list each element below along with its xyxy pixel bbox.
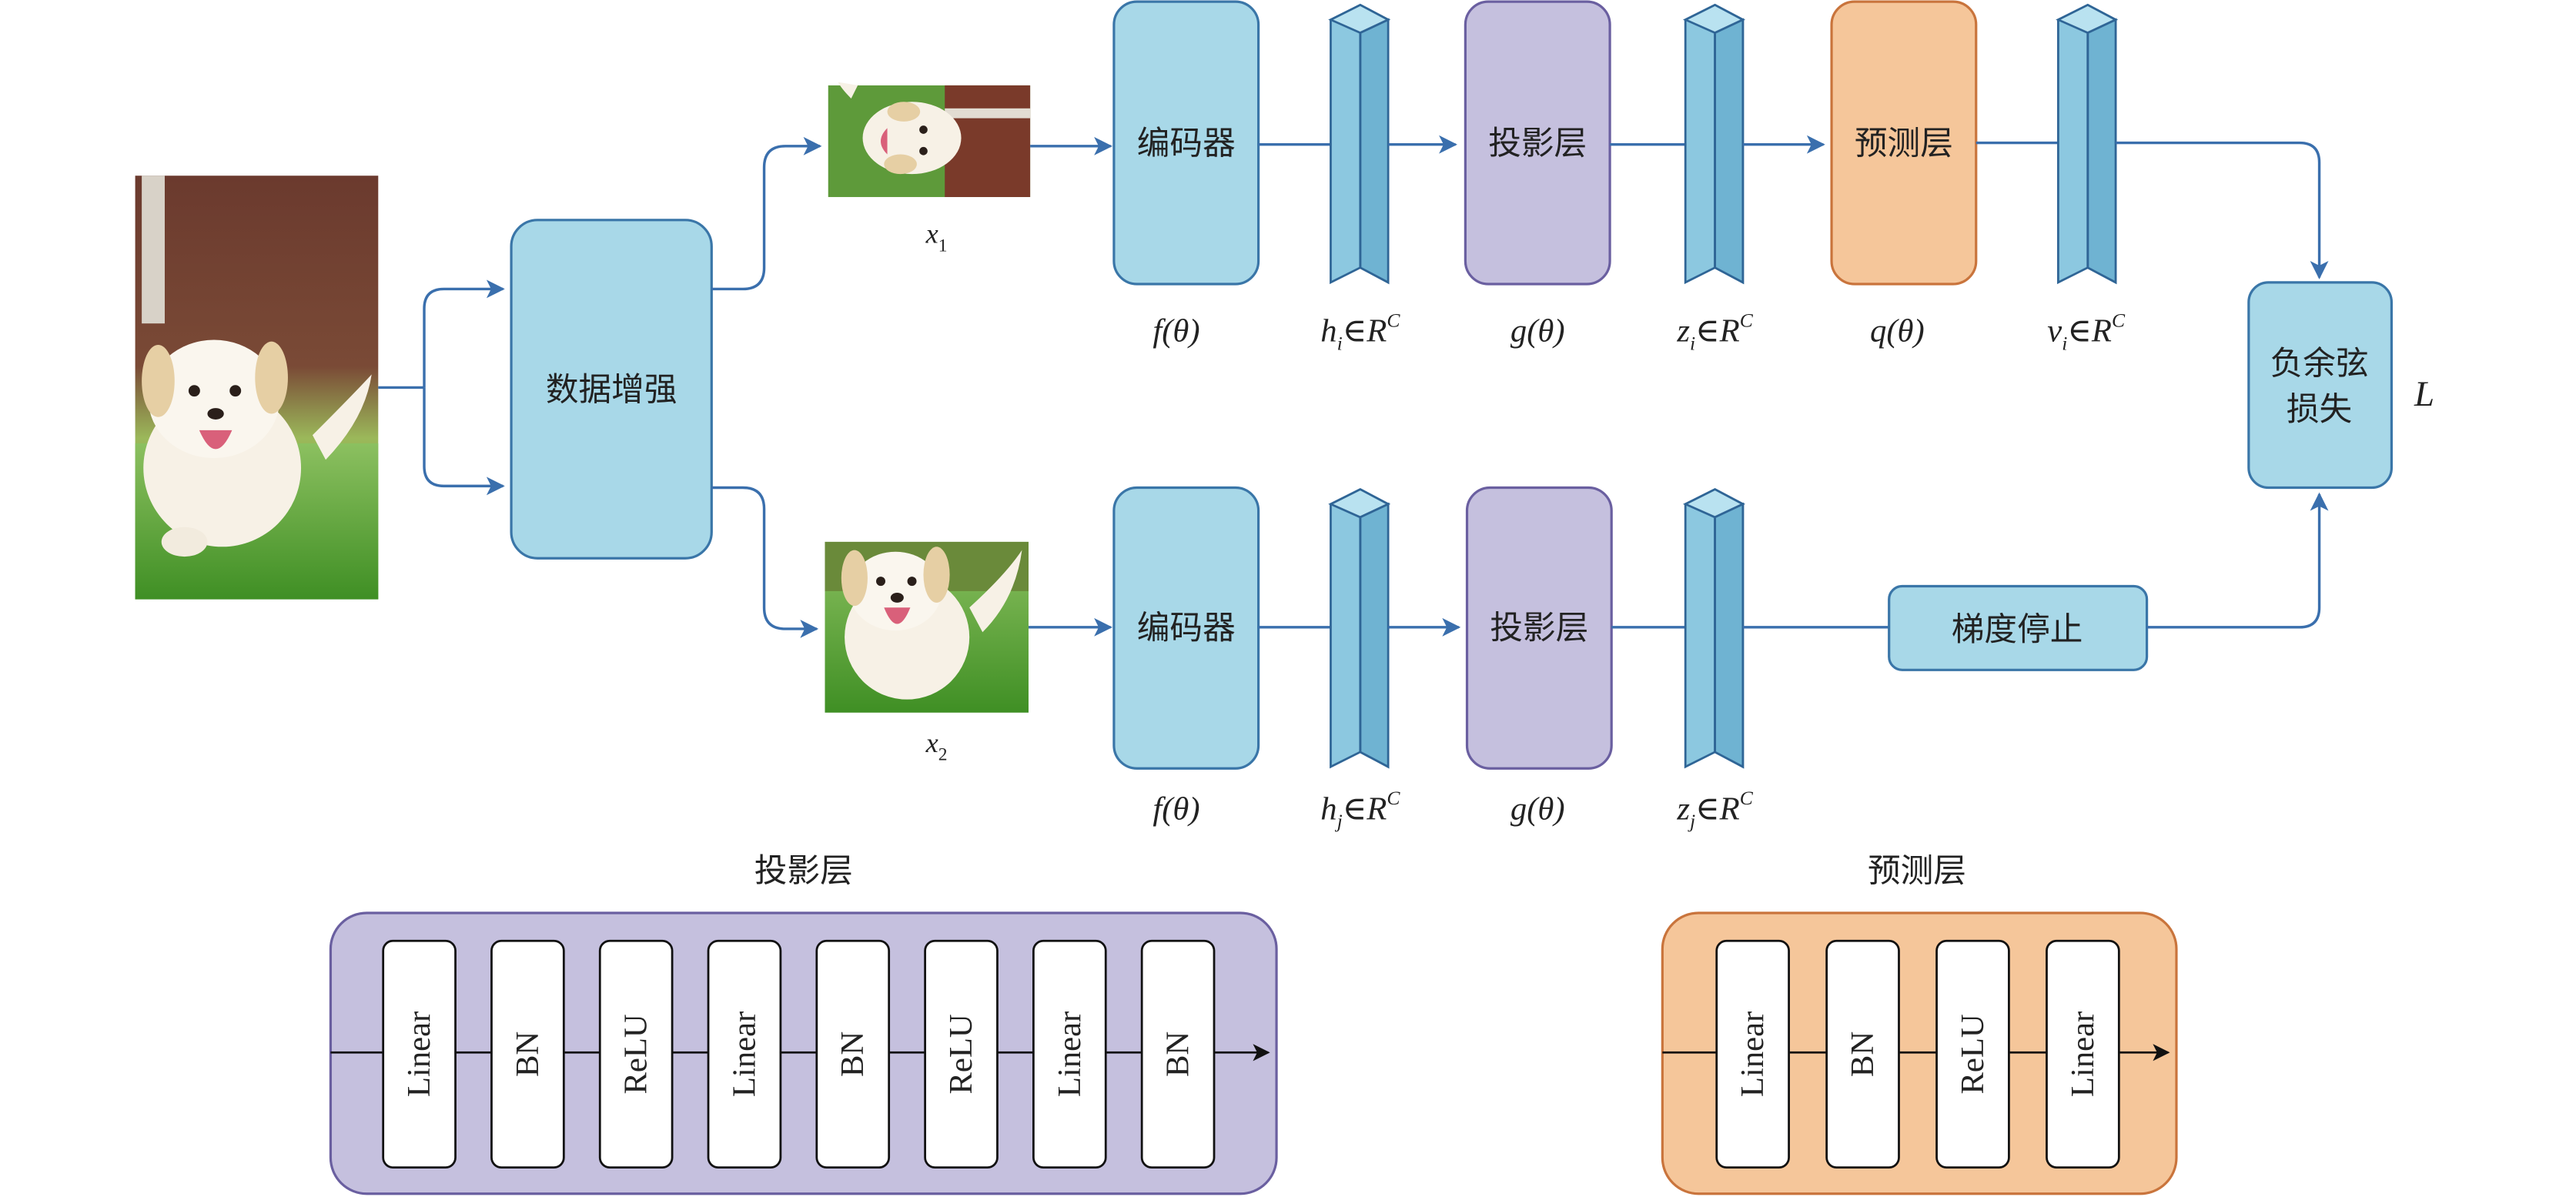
z-j-label: zj∈RC: [1676, 787, 1753, 832]
predictor-detail-layers: Linear BN ReLU Linear: [1715, 939, 2120, 1169]
stop-gradient-label: 梯度停止: [1952, 610, 2083, 649]
layer-label: ReLU: [943, 1014, 979, 1094]
encoder-top-label: 编码器: [1137, 125, 1236, 163]
f-theta-bottom-label: f(θ): [1153, 791, 1199, 827]
v-i-label: vi∈RC: [2047, 309, 2126, 354]
layer-block: [1825, 939, 1900, 1169]
layer-label: ReLU: [1955, 1014, 1991, 1094]
layer-block: [1032, 939, 1107, 1169]
z-i-label: zi∈RC: [1676, 309, 1753, 354]
loss-label-line2: 损失: [2287, 390, 2352, 429]
layer-label: BN: [835, 1031, 871, 1077]
layer-label: Linear: [1052, 1011, 1088, 1097]
stopgrad-to-loss-arrow: [2146, 492, 2329, 629]
layer-label: Linear: [401, 1011, 437, 1097]
projector-detail-title: 投影层: [754, 851, 853, 890]
encoder-top-box: [1112, 0, 1260, 286]
augment-to-images-arrows: [711, 136, 822, 638]
predictor-detail-title: 预测层: [1868, 851, 1966, 890]
g-theta-bottom-label: g(θ): [1510, 791, 1565, 827]
layer-block: [1935, 939, 2010, 1169]
layer-label: ReLU: [618, 1014, 654, 1094]
v-i-vector: [2056, 3, 2119, 285]
projector-top-box: [1464, 0, 1611, 286]
augmented-image-x2: [825, 541, 1029, 713]
image-to-encoder-arrows: [1028, 136, 1113, 637]
augmented-image-x1: [828, 82, 1031, 197]
layer-block: [598, 939, 674, 1169]
photo-to-augment-arrows: [378, 279, 505, 496]
layer-label: Linear: [1735, 1011, 1771, 1097]
layer-block: [707, 939, 782, 1169]
layer-label: Linear: [726, 1011, 762, 1097]
layer-block: [815, 939, 891, 1169]
h-i-label: hi∈RC: [1320, 309, 1400, 354]
svg-text:x2: x2: [925, 727, 948, 765]
layer-label: BN: [510, 1031, 546, 1077]
projector-detail-layers: Linear BN ReLU Linear BN ReLU Linear BN: [382, 939, 1216, 1169]
predictor-label: 预测层: [1855, 125, 1953, 163]
dog-photo-original: [135, 176, 379, 600]
encoder-bottom-label: 编码器: [1137, 609, 1236, 647]
layer-block: [1140, 939, 1216, 1169]
layer-block: [2046, 939, 2120, 1169]
x2-subscript: 2: [938, 745, 948, 765]
h-i-vector: [1328, 3, 1391, 285]
svg-text:x1: x1: [925, 219, 948, 256]
layer-block: [490, 939, 565, 1169]
loss-box: [2247, 281, 2394, 490]
z-i-vector: [1682, 3, 1745, 285]
h-j-label: hj∈RC: [1320, 787, 1400, 832]
x2-label: x: [925, 727, 938, 758]
loss-label-line1: 负余弦: [2270, 344, 2369, 383]
augment-label: 数据增强: [546, 370, 677, 409]
layer-label: BN: [1160, 1031, 1196, 1077]
f-theta-top-label: f(θ): [1153, 313, 1199, 349]
h-j-vector: [1328, 488, 1391, 769]
layer-label: BN: [1845, 1031, 1881, 1077]
layer-label: Linear: [2065, 1011, 2101, 1097]
x1-label: x: [925, 219, 938, 249]
loss-symbol: L: [2414, 374, 2434, 414]
v-to-loss-arrow: [2116, 141, 2329, 279]
layer-block: [382, 939, 457, 1169]
projector-bottom-label: 投影层: [1490, 609, 1588, 647]
g-theta-top-label: g(θ): [1510, 313, 1565, 349]
x1-subscript: 1: [938, 236, 948, 256]
layer-block: [924, 939, 999, 1169]
z-j-vector: [1682, 488, 1745, 769]
projector-top-label: 投影层: [1488, 125, 1587, 163]
augment-box: [510, 219, 713, 560]
layer-block: [1715, 939, 1790, 1169]
q-theta-label: q(θ): [1870, 313, 1925, 349]
